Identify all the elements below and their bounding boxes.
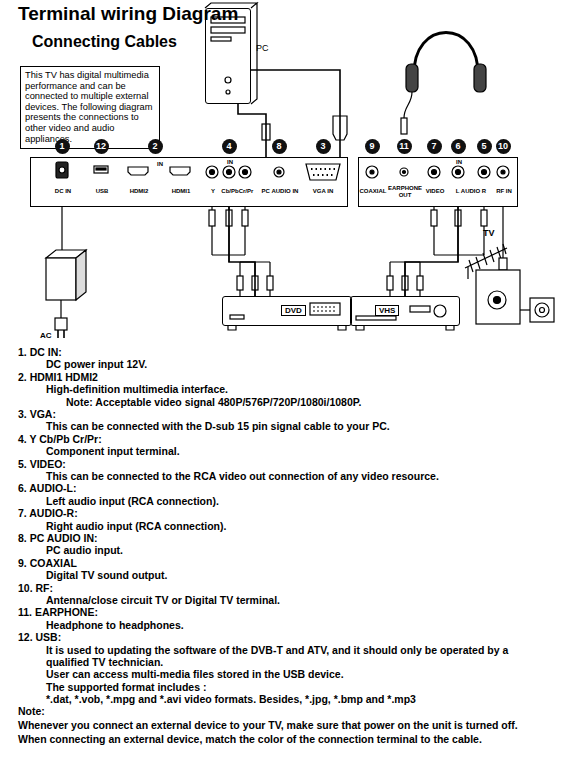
description-text: This can be connected with the D-sub 15 …: [46, 420, 390, 432]
cable-line: [405, 207, 458, 296]
rca-cables: [209, 207, 487, 296]
description-text: The supported format includes :: [46, 681, 206, 693]
description-text: This can be connected to the RCA video o…: [46, 470, 439, 482]
port-label: USB: [96, 188, 109, 195]
callout-number: 3: [316, 139, 331, 154]
port-label: Cr/Pr: [239, 188, 254, 195]
pc-box: PC: [205, 8, 251, 104]
port-label: PC AUDIO IN: [262, 188, 299, 195]
callout-number: 5: [477, 139, 492, 154]
callout-number: 10: [496, 139, 511, 154]
intro-text: This TV has digital multimedia performan…: [25, 70, 155, 144]
description-text: 6. AUDIO-L:: [18, 482, 77, 494]
terminal-panel: DC IN USB HDMI2 IN HDMI1 IN Y Cb/PbCr/Pr PC AUDI…: [30, 157, 348, 207]
callout-number: 9: [365, 139, 380, 154]
port-label: EARPHONE OUT: [388, 185, 422, 199]
part-label: AC: [40, 331, 52, 340]
vhs-player: VHS: [350, 296, 460, 326]
device-label: PC: [256, 43, 269, 53]
callout-number: 8: [272, 139, 287, 154]
description-text: 7. AUDIO-R:: [18, 507, 78, 519]
callout-number: 11: [397, 139, 412, 154]
port-label: COAXIAL: [360, 188, 387, 195]
callout-number: 3: [316, 139, 331, 154]
device-label: VHS: [375, 305, 399, 316]
port-label: IN: [157, 161, 163, 168]
callout-number: 1: [55, 139, 70, 154]
callout-number: 11: [397, 139, 412, 154]
callout-number: 8: [272, 139, 287, 154]
terminal-panel: COAXIALEARPHONE OUT IN VIDEO L AUDIO R RF IN: [358, 157, 518, 207]
port-label: HDMI2: [130, 188, 149, 195]
callout-number: 7: [427, 139, 442, 154]
port-label: VIDEO: [426, 188, 445, 195]
description-text: 8. PC AUDIO IN:: [18, 532, 98, 544]
callout-number: 4: [222, 139, 237, 154]
port-label: Y: [211, 188, 215, 195]
description-text: 3. VGA:: [18, 408, 56, 420]
port-icons: [56, 162, 509, 180]
cable-line: [229, 207, 255, 296]
description-text: 9. COAXIAL: [18, 557, 77, 569]
description-text: It is used to updating the software of t…: [46, 644, 516, 669]
power-adapter: [46, 207, 86, 338]
cable-line: [238, 104, 266, 157]
port-label: IN: [456, 159, 462, 166]
intro-box: This TV has digital multimedia performan…: [20, 66, 160, 149]
description-text: Headphone to headphones.: [46, 619, 184, 631]
description-text: 1. DC IN:: [18, 346, 62, 358]
description-text: High-definition multimedia interface.: [46, 383, 228, 395]
description-text: When connecting an external device, matc…: [18, 733, 482, 745]
port-label: IN: [227, 159, 233, 166]
device-label: DVD: [281, 305, 306, 316]
description-text: 12. USB:: [18, 631, 61, 643]
port-label: VGA IN: [313, 188, 333, 195]
part-label: TV: [483, 228, 495, 238]
description-text: 5. VIDEO:: [18, 458, 66, 470]
callout-number: 9: [365, 139, 380, 154]
callout-number: 7: [427, 139, 442, 154]
wall-socket: [476, 207, 554, 324]
description-text: Digital TV sound output.: [46, 569, 167, 581]
cable-line: [251, 70, 340, 157]
description-text: 2. HDMI1 HDMI2: [18, 371, 98, 383]
description-text: Antenna/close circuit TV or Digital TV t…: [46, 594, 280, 606]
port-label: DC IN: [55, 188, 71, 195]
callout-number: 4: [222, 139, 237, 154]
description-text: 4. Y Cb/Pb Cr/Pr:: [18, 433, 102, 445]
callout-number: 6: [451, 139, 466, 154]
description-text: PC audio input.: [46, 544, 123, 556]
callout-number: 12: [94, 139, 109, 154]
port-label: HDMI1: [172, 188, 191, 195]
description-text: 11. EARPHONE:: [18, 606, 98, 618]
description-text: Left audio input (RCA connection).: [46, 495, 219, 507]
callout-number: 2: [148, 139, 163, 154]
port-label: Cb/Pb: [221, 188, 238, 195]
callout-number: 12: [94, 139, 109, 154]
description-text: DC power input 12V.: [46, 358, 147, 370]
callout-number: 6: [451, 139, 466, 154]
description-text: Note:: [18, 705, 45, 717]
description-text: 10. RF:: [18, 582, 53, 594]
description-text: Whenever you connect an external device …: [18, 719, 518, 731]
callout-number: 2: [148, 139, 163, 154]
description-text: User can access multi-media files stored…: [46, 668, 344, 680]
description-text: *.dat, *.vob, *.mpg and *.avi video form…: [46, 693, 416, 705]
description-text: Component input terminal.: [46, 445, 180, 457]
description-text: Right audio input (RCA connection).: [46, 520, 226, 532]
callout-number: 1: [55, 139, 70, 154]
dvd-player: DVD: [222, 296, 352, 326]
headphones: [401, 33, 486, 135]
description-text: Note: Acceptable video signal 480P/576P/…: [66, 396, 361, 408]
port-label: RF IN: [496, 188, 512, 195]
callout-number: 10: [496, 139, 511, 154]
callout-number: 5: [477, 139, 492, 154]
subtitle: Connecting Cables: [32, 33, 177, 51]
port-label: L AUDIO R: [456, 188, 486, 195]
